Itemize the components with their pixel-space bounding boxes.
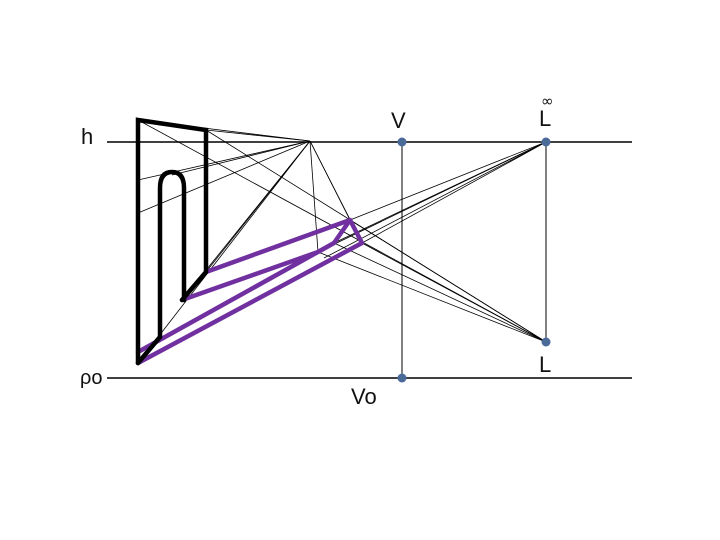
- vanishing-point-label: V: [391, 108, 406, 133]
- wall-object: [135, 117, 209, 366]
- vanishing-point-v: [397, 137, 407, 147]
- horizon-label: h: [81, 124, 94, 149]
- light-lower-label: L: [539, 352, 552, 377]
- ground-label: ρo: [80, 367, 103, 389]
- infinity-symbol: ∞: [541, 92, 554, 110]
- cast-shadow: [135, 217, 365, 366]
- vanishing-point-ground-label: Vo: [351, 384, 377, 409]
- construction-lines-upper-light: [317, 141, 547, 259]
- construction-lines-horizon: [137, 119, 363, 364]
- vanishing-point-vo: [397, 373, 407, 383]
- light-point-upper: [541, 137, 551, 147]
- light-upper-label: L: [539, 106, 552, 131]
- light-point-lower: [541, 337, 551, 347]
